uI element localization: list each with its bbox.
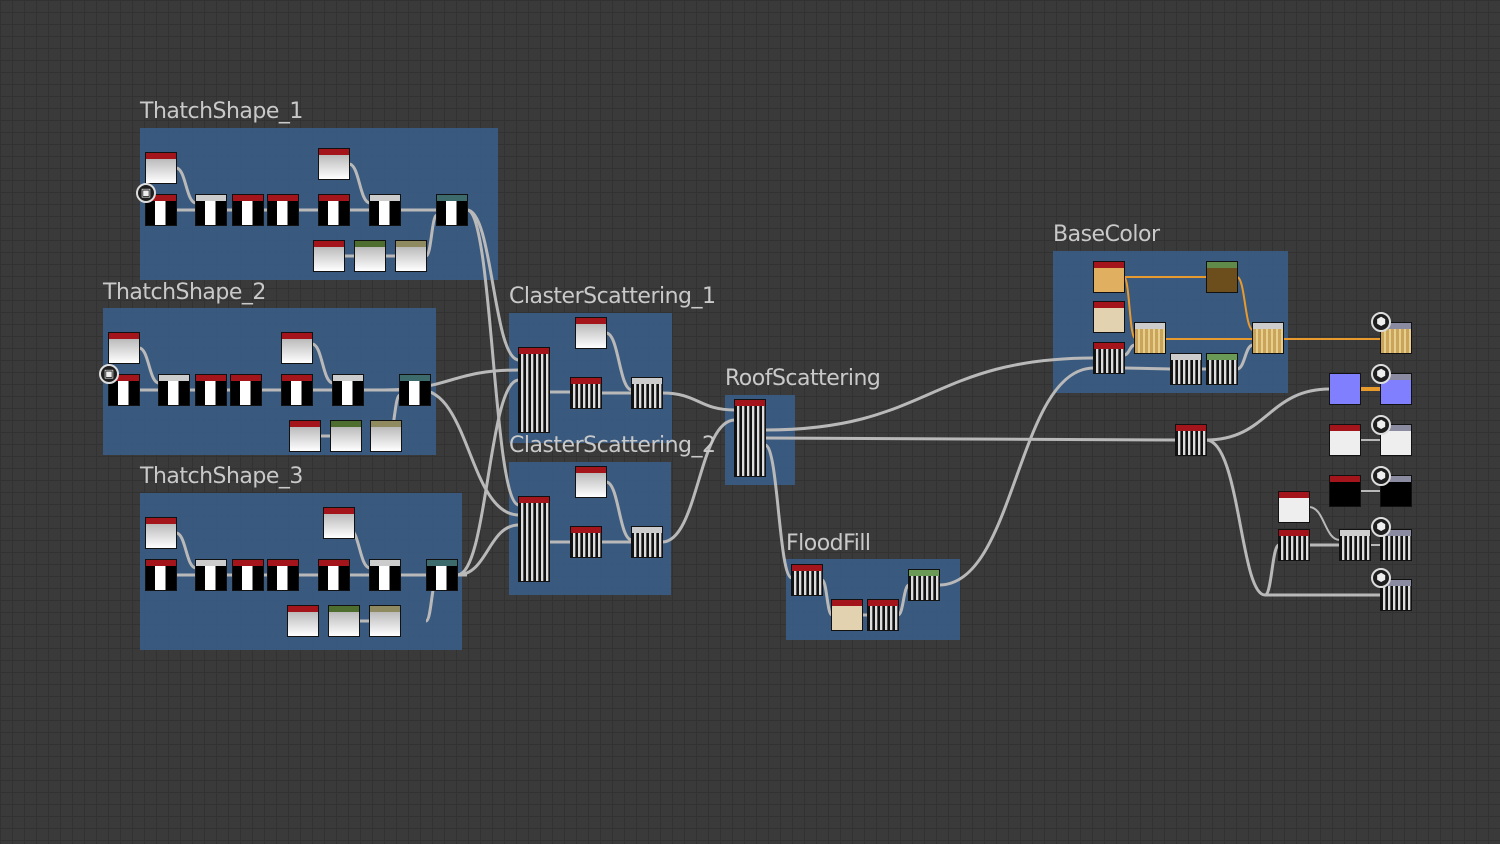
graph-node[interactable] xyxy=(1381,476,1411,506)
frame-title: ThatchShape_3 xyxy=(140,464,303,489)
graph-node[interactable] xyxy=(371,421,401,451)
graph-node[interactable] xyxy=(832,600,862,630)
cube-icon[interactable]: ⬢ xyxy=(1371,415,1391,435)
graph-node[interactable] xyxy=(427,560,457,590)
frame-title: ClasterScattering_1 xyxy=(509,284,716,309)
frame-title: ClasterScattering_2 xyxy=(509,433,716,458)
graph-node[interactable] xyxy=(196,560,226,590)
graph-node[interactable] xyxy=(231,375,261,405)
graph-node[interactable] xyxy=(1253,323,1283,353)
graph-node[interactable] xyxy=(370,195,400,225)
frame-title: ThatchShape_1 xyxy=(140,99,303,124)
graph-node[interactable] xyxy=(331,421,361,451)
graph-node[interactable] xyxy=(1135,323,1165,353)
graph-node[interactable] xyxy=(324,508,354,538)
graph-node[interactable] xyxy=(437,195,467,225)
graph-node[interactable] xyxy=(396,241,426,271)
graph-node[interactable] xyxy=(909,570,939,600)
input-marker-icon: ▣ xyxy=(136,183,156,203)
graph-node[interactable] xyxy=(159,375,189,405)
graph-node[interactable] xyxy=(233,195,263,225)
graph-node[interactable] xyxy=(329,606,359,636)
graph-node[interactable] xyxy=(1207,262,1237,292)
graph-node[interactable] xyxy=(370,606,400,636)
graph-node[interactable] xyxy=(1330,425,1360,455)
graph-node[interactable] xyxy=(735,400,765,476)
graph-node[interactable] xyxy=(1330,476,1360,506)
graph-node[interactable] xyxy=(109,333,139,363)
frame-title: RoofScattering xyxy=(725,366,881,391)
graph-node[interactable] xyxy=(1171,354,1201,384)
cube-icon[interactable]: ⬢ xyxy=(1371,364,1391,384)
graph-node[interactable] xyxy=(319,149,349,179)
graph-node[interactable] xyxy=(196,195,226,225)
wire xyxy=(1205,387,1331,442)
graph-node[interactable] xyxy=(571,378,601,408)
graph-node[interactable] xyxy=(370,560,400,590)
graph-node[interactable] xyxy=(519,348,549,432)
wire xyxy=(1308,506,1341,541)
graph-node[interactable] xyxy=(1279,530,1309,560)
cube-icon[interactable]: ⬢ xyxy=(1371,517,1391,537)
graph-node[interactable] xyxy=(282,375,312,405)
cube-icon[interactable]: ⬢ xyxy=(1371,466,1391,486)
graph-node[interactable] xyxy=(576,318,606,348)
graph-node[interactable] xyxy=(1207,354,1237,384)
wire xyxy=(1263,543,1281,597)
graph-node[interactable] xyxy=(571,527,601,557)
graph-node[interactable] xyxy=(1094,302,1124,332)
graph-node[interactable] xyxy=(1094,262,1124,292)
graph-node[interactable] xyxy=(314,241,344,271)
graph-node[interactable] xyxy=(1381,374,1411,404)
cube-icon[interactable]: ⬢ xyxy=(1371,312,1391,332)
graph-node[interactable] xyxy=(1381,580,1411,610)
cube-icon[interactable]: ⬢ xyxy=(1371,568,1391,588)
graph-node[interactable] xyxy=(1330,374,1360,404)
graph-node[interactable] xyxy=(1094,343,1124,373)
graph-node[interactable] xyxy=(1381,425,1411,455)
graph-node[interactable] xyxy=(868,600,898,630)
graph-node[interactable] xyxy=(146,560,176,590)
frame-title: FloodFill xyxy=(786,531,871,556)
input-marker-icon: ▣ xyxy=(99,364,119,384)
graph-node[interactable] xyxy=(355,241,385,271)
graph-node[interactable] xyxy=(632,527,662,557)
graph-node[interactable] xyxy=(1279,492,1309,522)
graph-node[interactable] xyxy=(282,333,312,363)
graph-node[interactable] xyxy=(519,497,549,581)
graph-node[interactable] xyxy=(268,560,298,590)
wire xyxy=(764,436,1177,442)
frame-title: ThatchShape_2 xyxy=(103,280,266,305)
graph-node[interactable] xyxy=(1381,323,1411,353)
graph-node[interactable] xyxy=(1381,530,1411,560)
graph-node[interactable] xyxy=(288,606,318,636)
graph-node[interactable] xyxy=(1176,425,1206,455)
graph-node[interactable] xyxy=(333,375,363,405)
graph-node[interactable] xyxy=(146,153,176,183)
graph-node[interactable] xyxy=(792,565,822,595)
graph-node[interactable] xyxy=(319,560,349,590)
graph-node[interactable] xyxy=(319,195,349,225)
graph-node[interactable] xyxy=(146,195,176,225)
graph-node[interactable] xyxy=(576,467,606,497)
graph-node[interactable] xyxy=(268,195,298,225)
graph-node[interactable] xyxy=(109,375,139,405)
graph-node[interactable] xyxy=(400,375,430,405)
graph-node[interactable] xyxy=(632,378,662,408)
graph-node[interactable] xyxy=(146,518,176,548)
wire xyxy=(938,366,1095,587)
graph-node[interactable] xyxy=(196,375,226,405)
graph-node[interactable] xyxy=(1340,530,1370,560)
graph-node[interactable] xyxy=(233,560,263,590)
graph-node[interactable] xyxy=(290,421,320,451)
frame-title: BaseColor xyxy=(1053,222,1160,247)
